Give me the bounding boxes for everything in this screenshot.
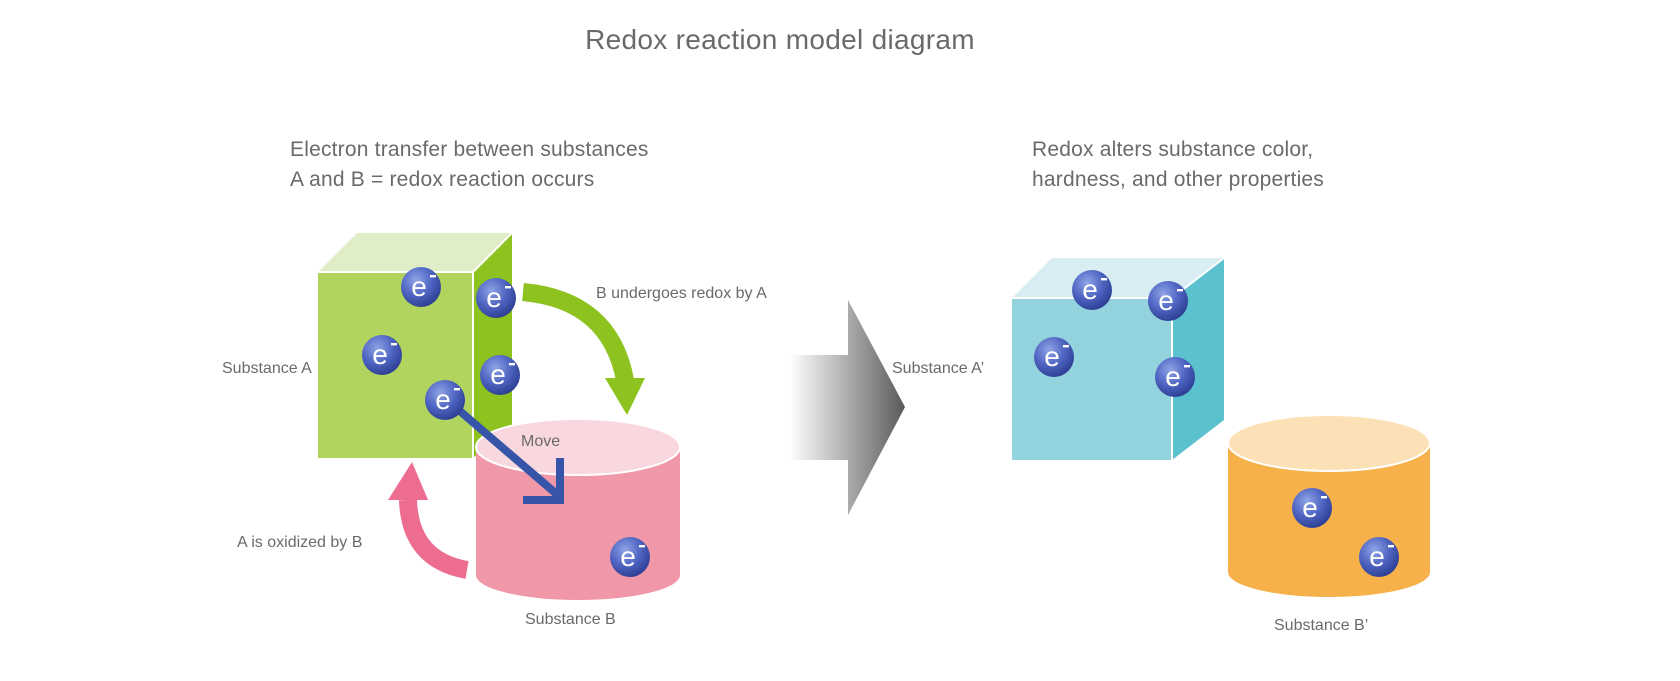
a-oxidized-arrow bbox=[388, 462, 469, 579]
right-heading-line-1: Redox alters substance color, bbox=[1032, 138, 1314, 161]
electron-icon bbox=[610, 537, 650, 577]
substance-a-prime-label: Substance A’ bbox=[892, 360, 985, 377]
substance-a-cube bbox=[318, 232, 513, 458]
electron-icon bbox=[1292, 488, 1332, 528]
electron-icon bbox=[1155, 357, 1195, 397]
electron-icon bbox=[425, 380, 465, 420]
cube-a-top bbox=[318, 233, 512, 272]
electron-icon bbox=[480, 355, 520, 395]
electron-icon bbox=[1034, 337, 1074, 377]
electron-icon bbox=[476, 278, 516, 318]
b-undergoes-redox-label: B undergoes redox by A bbox=[596, 285, 767, 302]
substance-b-label: Substance B bbox=[525, 611, 616, 628]
cylinder-b-top bbox=[475, 418, 681, 476]
right-heading-line-2: hardness, and other properties bbox=[1032, 168, 1325, 191]
diagram-title: Redox reaction model diagram bbox=[585, 24, 975, 55]
electron-icon bbox=[1148, 281, 1188, 321]
move-label: Move bbox=[521, 433, 561, 450]
left-heading-line-2: A and B = redox reaction occurs bbox=[290, 168, 595, 191]
substance-a-label: Substance A bbox=[222, 360, 312, 377]
electron-icon bbox=[1072, 270, 1112, 310]
substance-b-prime-label: Substance B’ bbox=[1274, 617, 1369, 634]
electron-icon bbox=[401, 267, 441, 307]
a-oxidized-label: A is oxidized by B bbox=[237, 534, 363, 551]
cube-a-prime-front bbox=[1012, 298, 1172, 460]
left-heading-line-1: Electron transfer between substances bbox=[290, 138, 649, 161]
electron-icon bbox=[1359, 537, 1399, 577]
b-undergoes-redox-arrow bbox=[522, 283, 645, 415]
right-arrow-icon bbox=[790, 300, 905, 515]
cylinder-b-prime-top bbox=[1227, 414, 1431, 472]
electron-icon bbox=[362, 335, 402, 375]
move-arrow bbox=[444, 396, 564, 504]
